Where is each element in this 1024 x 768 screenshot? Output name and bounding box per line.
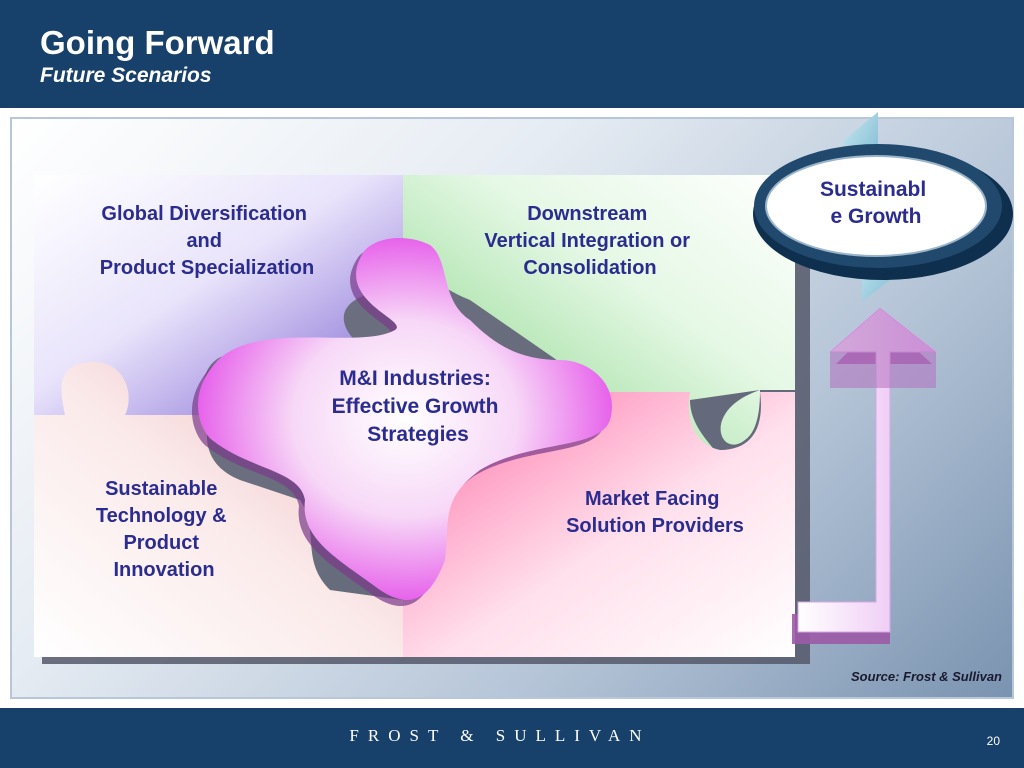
slide-subtitle: Future Scenarios [40, 64, 212, 87]
label-top-left: Global Diversification and Product Speci… [100, 203, 314, 279]
puzzle-piece-top-right [403, 175, 795, 456]
puzzle-piece-bottom-left [34, 361, 403, 657]
label-center: M&I Industries: Effective Growth Strateg… [332, 367, 505, 446]
brand-wordmark: FROST & SULLIVAN [349, 726, 651, 745]
slide-footer [0, 708, 1024, 768]
goal-ellipse [753, 144, 1013, 280]
label-goal: Sustainabl e Growth [820, 178, 932, 228]
label-bottom-right: Market Facing Solution Providers [566, 488, 744, 537]
slide-title: Going Forward [40, 24, 275, 61]
growth-arrow [792, 307, 938, 644]
slide-header [0, 0, 1024, 108]
page-number: 20 [986, 734, 1000, 748]
source-note: Source: Frost & Sullivan [851, 669, 1002, 684]
center-puzzle-piece [197, 238, 612, 600]
label-bottom-left: Sustainable Technology & Product Innovat… [96, 478, 232, 581]
label-top-right: Downstream Vertical Integration or Conso… [484, 203, 695, 279]
